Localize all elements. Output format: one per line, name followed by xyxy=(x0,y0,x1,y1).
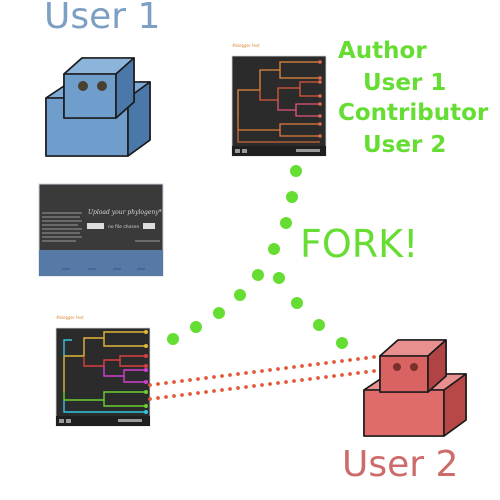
upload-phylogeny-thumbnail: Upload your phylogeny* no file chosen xyxy=(38,183,164,277)
user1-label: User 1 xyxy=(44,0,161,37)
svg-text:#blogger text: #blogger text xyxy=(232,43,260,48)
contributor-link-dots xyxy=(148,354,384,401)
fork-label: FORK! xyxy=(300,222,419,266)
contributor-label: Contributor xyxy=(338,100,489,126)
user2-label: User 2 xyxy=(342,444,459,485)
contributor-user-label: User 2 xyxy=(363,132,447,158)
author-label: Author xyxy=(338,38,427,64)
fork-dotted-lines xyxy=(167,165,348,349)
svg-text:no file chosen: no file chosen xyxy=(108,224,140,230)
svg-text:Upload your phylogeny*: Upload your phylogeny* xyxy=(88,209,162,216)
user1-robot-icon xyxy=(45,57,151,157)
original-phylogeny-thumbnail: #blogger text xyxy=(231,43,327,157)
svg-text:#blogger text: #blogger text xyxy=(56,315,84,320)
forked-phylogeny-thumbnail: #blogger text xyxy=(55,315,151,427)
author-user-label: User 1 xyxy=(363,70,447,96)
user2-robot-icon xyxy=(363,339,467,437)
